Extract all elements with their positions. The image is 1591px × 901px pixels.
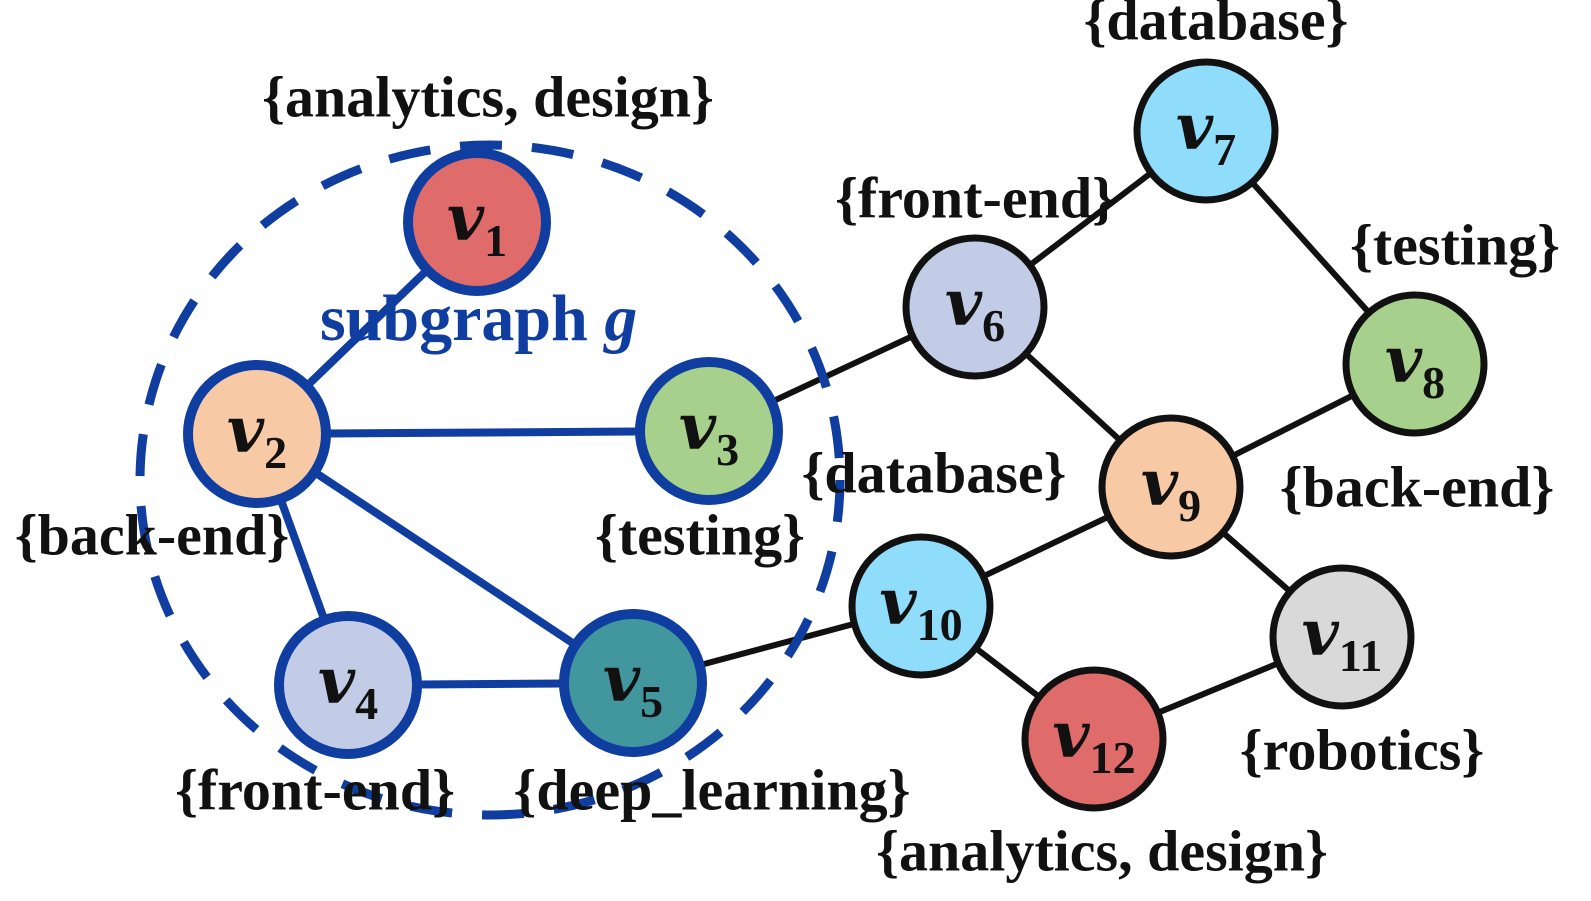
node-subscript: 1 <box>484 215 507 266</box>
node-circle-v5 <box>559 609 707 757</box>
node-v4: v4 <box>274 611 422 759</box>
node-name-v5: v5 <box>603 642 663 727</box>
node-circle-v3 <box>635 357 783 505</box>
node-name-v8: v8 <box>1385 323 1445 408</box>
subgraph-title-var: g <box>602 282 637 355</box>
node-letter: v <box>1141 446 1179 521</box>
node-v3: v3 <box>635 357 783 505</box>
node-letter: v <box>1385 323 1423 398</box>
node-v10: v10 <box>848 533 994 679</box>
node-label-v10: {database} <box>802 440 1067 505</box>
node-label-v3: {testing} <box>595 502 805 567</box>
node-name-v3: v3 <box>679 390 739 475</box>
node-name-v6: v6 <box>945 266 1005 351</box>
node-name-v4: v4 <box>318 644 378 729</box>
node-circle-v9 <box>1098 414 1244 560</box>
node-letter: v <box>1052 698 1090 773</box>
node-label-v1: {analytics, design} <box>262 64 714 129</box>
node-name-v10: v10 <box>879 565 962 650</box>
node-letter: v <box>603 642 641 717</box>
node-circle-v2 <box>183 360 331 508</box>
node-v5: v5 <box>559 609 707 757</box>
node-letter: v <box>227 393 265 468</box>
subgraph-title-text: subgraph <box>320 282 604 355</box>
node-subscript: 12 <box>1090 732 1136 783</box>
node-label-v7: {database} <box>1084 0 1349 52</box>
node-label-v4: {front-end} <box>175 757 455 822</box>
node-subscript: 7 <box>1213 124 1236 175</box>
node-v6: v6 <box>902 234 1048 380</box>
node-v9: v9 <box>1098 414 1244 560</box>
node-circle-v1 <box>403 148 551 296</box>
subgraph-boundary <box>135 140 845 820</box>
node-circle-v7 <box>1133 58 1279 204</box>
node-letter: v <box>447 181 485 256</box>
node-circle-v11 <box>1269 564 1415 710</box>
node-subscript: 10 <box>917 599 963 650</box>
node-circle-v6 <box>902 234 1048 380</box>
node-circle-v4 <box>274 611 422 759</box>
node-subscript: 8 <box>1422 357 1445 408</box>
node-name-v12: v12 <box>1052 698 1135 783</box>
node-name-v1: v1 <box>447 181 507 266</box>
node-subscript: 9 <box>1178 480 1201 531</box>
node-v2: v2 <box>183 360 331 508</box>
node-circle-v12 <box>1021 666 1167 812</box>
node-label-v2: {back-end} <box>15 502 290 567</box>
edge-v2-v5 <box>254 430 636 687</box>
node-subscript: 4 <box>355 678 378 729</box>
node-v7: v7 <box>1133 58 1279 204</box>
node-letter: v <box>879 565 917 640</box>
node-v8: v8 <box>1342 291 1488 437</box>
node-label-v11: {robotics} <box>1240 717 1484 782</box>
subgraph-title: subgraph g <box>320 282 637 355</box>
node-label-v9: {back-end} <box>1280 454 1555 519</box>
node-label-v5: {deep_learning} <box>514 757 911 822</box>
node-subscript: 11 <box>1339 630 1382 681</box>
node-name-v11: v11 <box>1302 596 1383 681</box>
node-name-v7: v7 <box>1176 90 1236 175</box>
labels-layer: {analytics, design} {back-end} {testing} {f… <box>15 0 1560 883</box>
node-v11: v11 <box>1269 564 1415 710</box>
node-label-v12: {analytics, design} <box>876 818 1328 883</box>
node-label-v8: {testing} <box>1350 212 1560 277</box>
node-v12: v12 <box>1021 666 1167 812</box>
node-label-v6: {front-end} <box>835 165 1115 230</box>
node-circle-v10 <box>848 533 994 679</box>
node-name-v2: v2 <box>227 393 287 478</box>
node-letter: v <box>679 390 717 465</box>
edge-v2-v3 <box>256 427 710 438</box>
node-letter: v <box>945 266 983 341</box>
node-subscript: 6 <box>982 300 1005 351</box>
node-subscript: 3 <box>716 424 739 475</box>
node-subscript: 5 <box>640 676 663 727</box>
node-letter: v <box>1302 596 1340 671</box>
node-subscript: 2 <box>264 427 287 478</box>
node-v1: v1 <box>403 148 551 296</box>
node-name-v9: v9 <box>1141 446 1201 531</box>
node-circle-v8 <box>1342 291 1488 437</box>
node-letter: v <box>1176 90 1214 165</box>
node-letter: v <box>318 644 356 719</box>
